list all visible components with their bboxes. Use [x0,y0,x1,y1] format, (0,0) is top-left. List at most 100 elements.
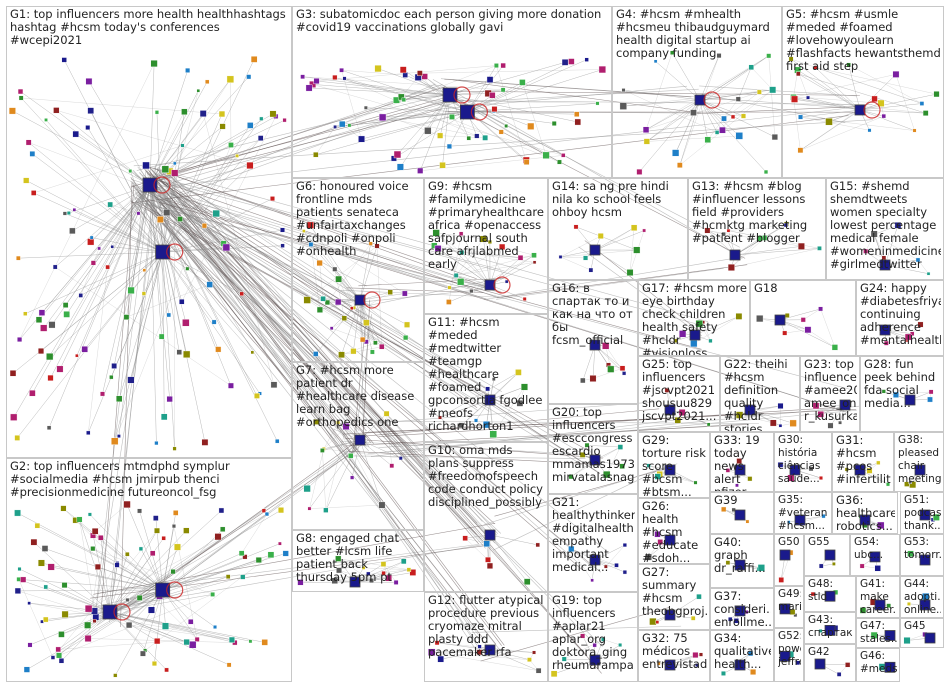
group-panel-g45: G45 [900,618,944,648]
group-label: G8: engaged chat better #lcsm life patie… [296,532,421,584]
group-panel-g39: G39 [710,492,774,534]
group-panel-g49: G49: maria [774,586,804,628]
group-label: G25: top influencers #jscvpt2021 shousuu… [642,358,717,423]
group-label: G2: top influencers mtmdphd symplur #soc… [10,460,289,499]
group-panel-g55: G55 [804,534,850,576]
group-label: G10: oma mds plans suppress #freedomofsp… [428,444,545,509]
group-panel-g16: G16: в спартак то и как на что от бы fcs… [548,280,638,404]
group-label: G53: tomorr... [904,536,941,562]
group-panel-g37: G37: consideri... enrollme... [710,588,774,630]
group-panel-g52: G52: powe... jeffre... [774,628,804,682]
group-label: G36: healthcare robotics... [836,494,895,533]
group-label: G19: top influencers #aplar21 aplar_org … [552,594,635,672]
group-panel-g41: G41: make career... [856,576,900,618]
group-label: G48: stld [808,578,853,604]
group-label: G18 [754,282,853,295]
group-label: G16: в спартак то и как на что от бы fcs… [552,282,635,347]
group-panel-g46: G46: #medstu... [856,648,900,682]
group-label: G26: health #hcsm #educate #sdoh... [642,500,707,564]
group-panel-g32: G32: 75 médicos entrevistad... [638,630,710,682]
group-label: G13: #hcsm #blog #influencer lessons fie… [692,180,823,245]
group-panel-g21: G21: healthythinker #digitalhealth empat… [548,494,638,592]
group-panel-g24: G24: happy #diabetesfriyay continuing ad… [856,280,944,356]
group-panel-g6: G6: honoured voice frontline mds patient… [292,178,424,362]
group-label: G29: torture risk score #bcsm #btsm... [642,434,707,498]
group-label: G51: podcast thank... [904,494,941,533]
group-label: G17: #hcsm more eye birthday check child… [642,282,747,356]
group-panel-g54: G54: ubc... [850,534,900,576]
group-panel-g47: G47: stales... [856,618,900,648]
group-label: G34: qualitative health... [714,632,771,671]
group-panel-g17: G17: #hcsm more eye birthday check child… [638,280,750,356]
group-label: G22: theihi #hcsm definition quality #hc… [724,358,797,432]
group-label: G39 [714,494,771,507]
group-label: G6: honoured voice frontline mds patient… [296,180,421,258]
group-panel-g5: G5: #hcsm #usmle #meded #foamed #lovehow… [782,6,944,178]
group-label: G20: top influencers #esccongress escard… [552,406,635,484]
group-panel-g2: G2: top influencers mtmdphd symplur #soc… [6,458,292,682]
group-panel-g26: G26: health #hcsm #educate #sdoh... [638,498,710,564]
group-panel-g44: G44: adopti... online... [900,576,944,618]
group-panel-g22: G22: theihi #hcsm definition quality #hc… [720,356,800,432]
group-panel-g1: G1: top influencers more health healthha… [6,6,292,458]
group-panel-g53: G53: tomorr... [900,534,944,576]
group-label: G52: powe... jeffre... [778,630,801,669]
group-label: G54: ubc... [854,536,897,562]
group-panel-g14: G14: sa ng pre hindi nila ko school feel… [548,178,688,280]
group-panel-g48: G48: stld [804,576,856,612]
group-panel-g9: G9: #hcsm #familymedicine #primaryhealth… [424,178,548,314]
group-label: G49: maria [778,588,801,614]
group-panel-g36: G36: healthcare robotics... [832,492,898,534]
group-label: G44: adopti... online... [904,578,941,617]
group-label: G24: happy #diabetesfriyay continuing ad… [860,282,941,347]
group-panel-g15: G15: #shemd shemdtweets women specialty … [826,178,944,280]
group-panel-g18: G18 [750,280,856,356]
group-panel-g10: G10: oma mds plans suppress #freedomofsp… [424,442,548,592]
group-panel-g33: G33: 19 today news alert pfizer biontech… [710,432,774,492]
group-label: G11: #hcsm #meded #medtwitter #teamgp #h… [428,316,545,433]
group-panel-g35: G35: #veteran #hcsm... [774,492,832,534]
group-label: G31: #hcsm #pcos #infertility... [836,434,891,486]
group-label: G5: #hcsm #usmle #meded #foamed #lovehow… [786,8,941,73]
group-label: G41: make career... [860,578,897,617]
group-label: G27: summary #hcsm theobgproj... [642,566,707,618]
group-label: G7: #hcsm more patient dr #healthcare di… [296,364,421,429]
group-label: G46: #medstu... [860,650,897,676]
group-panel-g38: G38: pleased chair meeting... [894,432,944,492]
group-panel-g11: G11: #hcsm #meded #medtwitter #teamgp #h… [424,314,548,442]
group-panel-g20: G20: top influencers #esccongress escard… [548,404,638,494]
group-panel-g4: G4: #hcsm #mhealth #hcsmeu thibaudguymar… [612,6,782,178]
group-panel-g3: G3: subatomicdoc each person giving more… [292,6,612,178]
group-label: G37: consideri... enrollme... [714,590,771,629]
group-label: G21: healthythinker #digitalhealth empat… [552,496,635,574]
group-panel-g23: G23: top influencers #amee2021 amee_onli… [800,356,860,432]
group-label: G35: #veteran #hcsm... [778,494,829,533]
group-label: G15: #shemd shemdtweets women specialty … [830,180,941,271]
group-panel-g12: G12: flutter atypical procedure previous… [424,592,548,682]
group-label: G42 [808,646,853,659]
group-label: G32: 75 médicos entrevistad... [642,632,707,671]
group-label: G9: #hcsm #familymedicine #primaryhealth… [428,180,545,271]
group-label: G38: pleased chair meeting... [898,434,941,486]
group-label: G45 [904,620,941,633]
group-panel-g31: G31: #hcsm #pcos #infertility... [832,432,894,492]
group-panel-g50: G50 [774,534,804,586]
group-label: G14: sa ng pre hindi nila ko school feel… [552,180,685,219]
group-panel-g30: G30: história ciências saúde... [774,432,832,492]
group-panel-g43: G43: спартак [804,612,856,644]
group-label: G55 [808,536,847,549]
group-panel-g13: G13: #hcsm #blog #influencer lessons fie… [688,178,826,280]
group-panel-g51: G51: podcast thank... [900,492,944,534]
group-label: G47: stales... [860,620,897,646]
group-panel-g40: G40: graph dr_raffi... [710,534,774,588]
group-panel-g27: G27: summary #hcsm theobgproj... [638,564,710,630]
group-panel-g8: G8: engaged chat better #lcsm life patie… [292,530,424,592]
group-label: G12: flutter atypical procedure previous… [428,594,545,659]
group-label: G1: top influencers more health healthha… [10,8,289,47]
group-panel-g7: G7: #hcsm more patient dr #healthcare di… [292,362,424,530]
group-panel-g29: G29: torture risk score #bcsm #btsm... [638,432,710,498]
group-panel-g19: G19: top influencers #aplar21 aplar_org … [548,592,638,682]
group-label: G50 [778,536,801,549]
group-panel-g25: G25: top influencers #jscvpt2021 shousuu… [638,356,720,432]
group-label: G43: спартак [808,614,853,640]
